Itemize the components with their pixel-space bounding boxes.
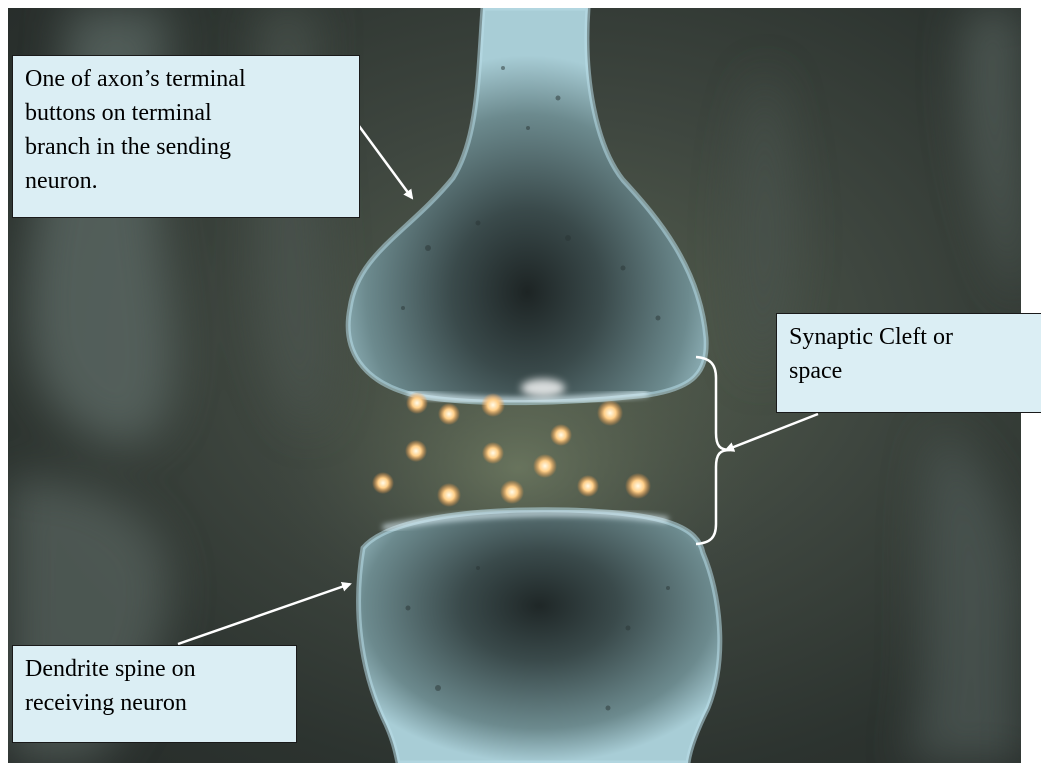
callout-line: neuron.: [25, 164, 349, 198]
vesicle: [500, 480, 524, 504]
vesicle: [550, 424, 572, 446]
vesicle: [577, 475, 599, 497]
vesicle: [406, 392, 428, 414]
callout-line: Synaptic Cleft or: [789, 320, 1033, 354]
dendrite-spine-callout: Dendrite spine on receiving neuron: [12, 645, 297, 743]
vesicle: [438, 403, 460, 425]
terminal-button-callout: One of axon’s terminal buttons on termin…: [12, 55, 360, 218]
vesicle: [533, 454, 557, 478]
dendrite-spine-shape: [359, 510, 720, 763]
callout-line: buttons on terminal: [25, 96, 349, 130]
vesicle: [437, 483, 461, 507]
callout-line: One of axon’s terminal: [25, 62, 349, 96]
dendrite-arrow: [178, 584, 350, 644]
vesicle: [597, 400, 623, 426]
terminal-button-shape: [348, 8, 706, 403]
callout-line: space: [789, 354, 1033, 388]
vesicle: [372, 472, 394, 494]
vesicle: [405, 440, 427, 462]
callout-line: Dendrite spine on: [25, 652, 286, 686]
callout-line: branch in the sending: [25, 130, 349, 164]
vesicle: [481, 393, 505, 417]
synaptic-cleft-callout: Synaptic Cleft or space: [776, 313, 1041, 413]
vesicle: [625, 473, 651, 499]
callout-line: receiving neuron: [25, 686, 286, 720]
vesicle: [482, 442, 504, 464]
